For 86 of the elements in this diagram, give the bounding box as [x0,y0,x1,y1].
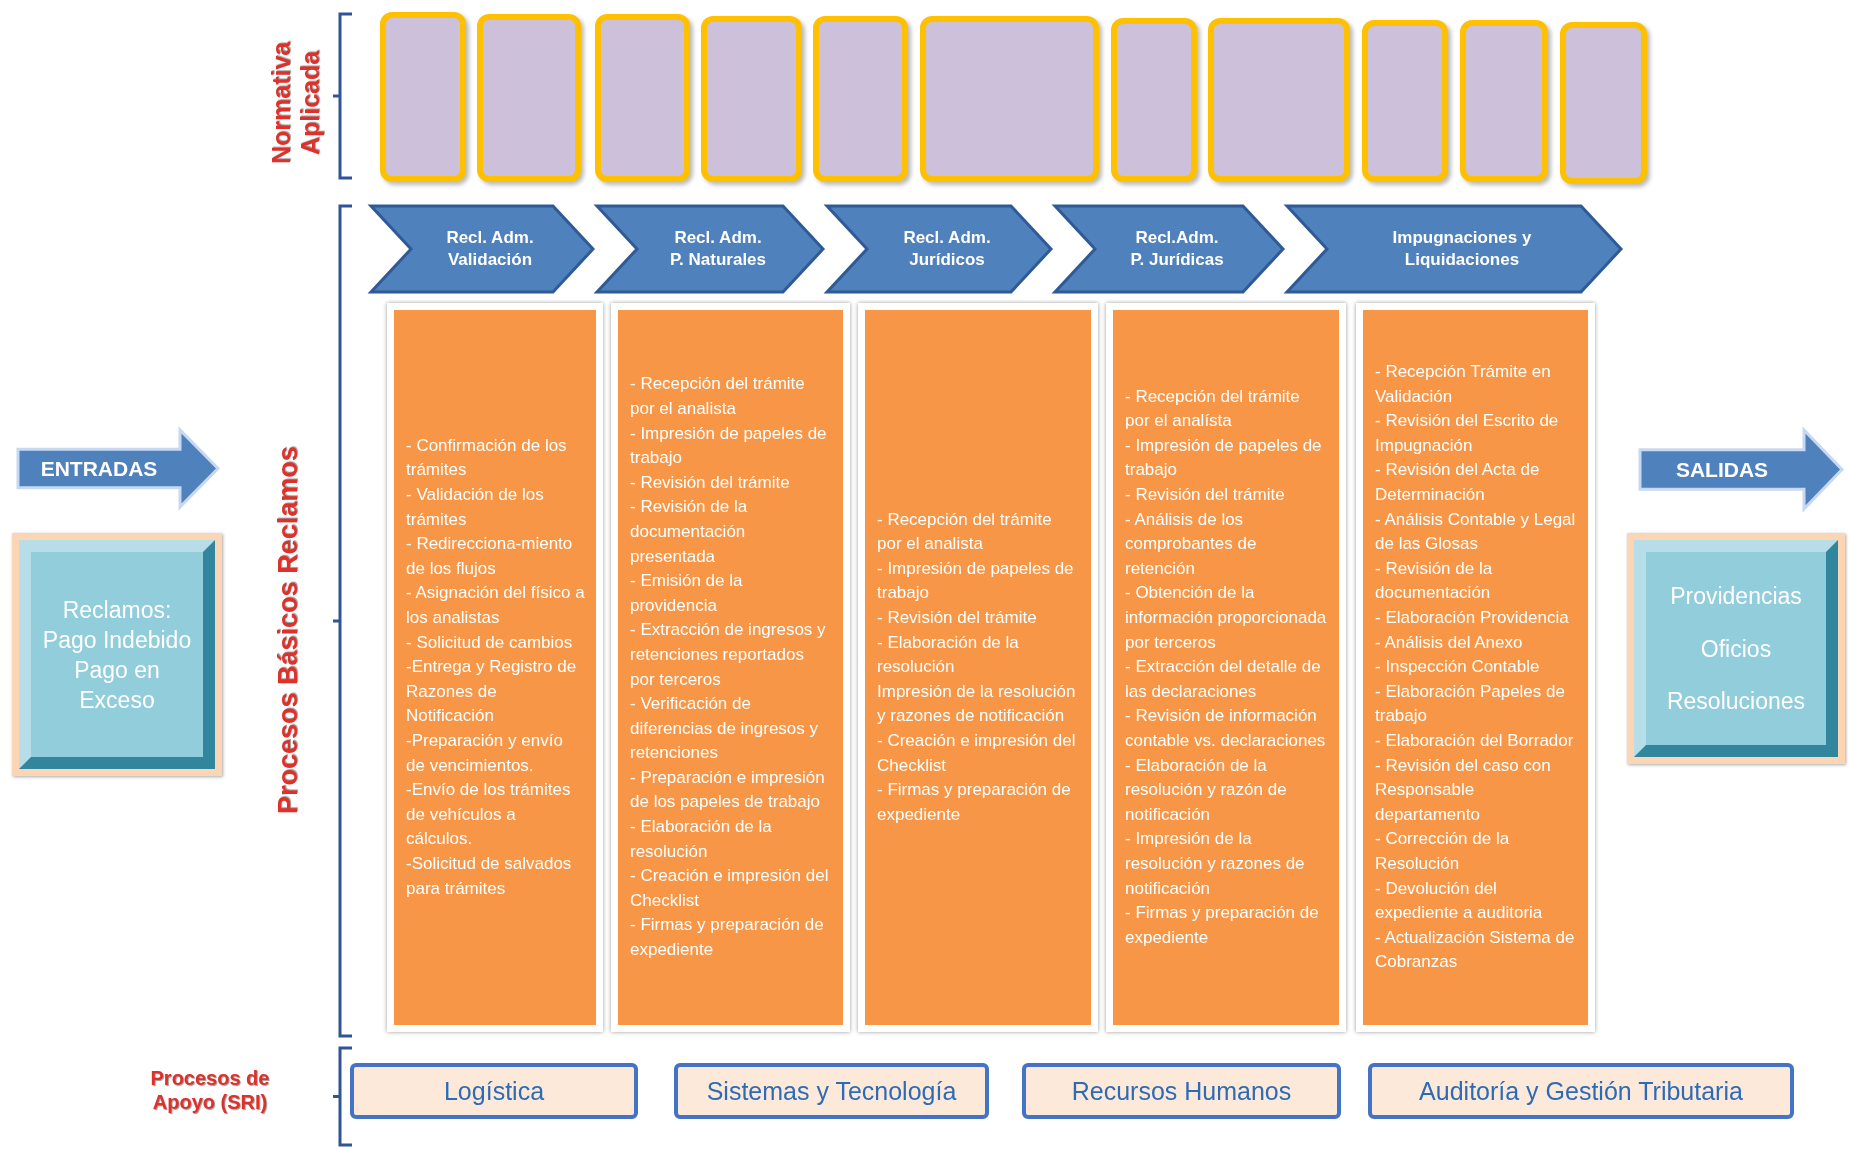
process-step: - Impresión de papeles de trabajo [877,556,1081,606]
box-text: Reclamos: Pago Indebido Pago en Exceso [41,595,193,715]
process-step: - Firmas y preparación de expediente [630,913,833,963]
document-box [595,14,690,182]
process-step: - Análisis del Anexo [1375,630,1578,656]
support-process-box [350,1063,638,1119]
document-box [380,12,466,182]
process-step: - Devolución del expediente a auditoria [1375,876,1578,926]
document-box [1111,18,1197,182]
section-label: Normativa Aplicada [268,40,324,167]
process-step: - Elaboración de la resolución [630,815,833,865]
process-step: - Extracción del detalle de las declaraciones [1125,655,1329,705]
box-label: Recursos Humanos [1071,1076,1292,1106]
stage-label: Recl. Adm. Validación [445,227,535,271]
process-step: - Asignación del físico a los analistas [406,581,586,631]
process-step: - Firmas y preparación de expediente [877,778,1081,828]
document-box [920,16,1099,182]
process-step: - Elaboración Providencia [1375,606,1578,631]
document-box [813,16,908,182]
process-step: - Solicitud de cambios [406,630,586,656]
process-step: - Obtención de la información proporcionada por terceros [1125,581,1329,656]
process-step: - Impresión de papeles de trabajo [1125,433,1329,484]
process-step: - Creación e impresión del Checklist [630,864,833,914]
process-step: - Extracción de ingresos y retenciones reportados por terceros [630,618,833,693]
process-step: - Confirmación de los trámites [406,433,586,484]
process-step: - Validación de los trámites [406,483,586,533]
process-step: - Recepción del trámite por el analísta [1125,384,1329,434]
input-output-box [12,533,222,776]
box-label: Sistemas y Tecnología [706,1076,957,1106]
document-box [1460,20,1548,182]
process-step: - Elaboración Papeles de trabajo [1375,679,1578,729]
support-process-box [674,1063,989,1119]
process-step: -Solicitud de salvados para trámites [406,851,586,902]
process-step: - Recepción del trámite por el analista [630,372,833,422]
box-text: Oficios [1700,634,1772,664]
process-step: - Impresión de la resolución y razones de notificación [1125,827,1329,902]
process-step: - Recepción Trámite en Validación [1375,360,1578,410]
process-step: - Corrección de la Resolución [1375,827,1578,877]
section-label: Procesos de Apoyo (SRI) [149,1066,271,1115]
process-step: - Elaboración de la resolución [877,630,1081,680]
arrow-label: SALIDAS [1674,457,1770,482]
box-label: Logística [443,1076,545,1106]
process-step: - Actualización Sistema de Cobranzas [1375,925,1578,975]
section-label: Procesos Básicos Reclamos [271,445,304,816]
process-step: - Verificación de diferencias de ingresos y retenciones [630,692,833,766]
document-box [1362,20,1448,182]
arrow-label: ENTRADAS [39,456,159,481]
process-step: - Revisión de información contable vs. declaraciones [1125,704,1329,754]
input-output-box [1627,533,1845,764]
document-box [1560,22,1647,184]
stage-label: Recl. Adm. P. Naturales [668,227,768,271]
process-step: - Revisión del Escrito de Impugnación [1375,409,1578,459]
process-step: - Elaboración del Borrador [1375,729,1578,754]
process-step: - Revisión del caso con Responsable departamento [1375,753,1578,828]
process-step: - Elaboración de la resolución y razón de notificación [1125,753,1329,828]
document-box [477,14,581,182]
process-step: - Revisión de la documentación [1375,556,1578,606]
support-process-box [1022,1063,1341,1119]
process-step: - Firmas y preparación de expediente [1125,901,1329,951]
process-step: - Revisión de la documentación presentada [630,495,833,570]
process-step: - Impresión de papeles de trabajo [630,421,833,471]
document-box [1208,18,1350,182]
box-text: Providencias [1670,581,1802,611]
stage-label: Impugnaciones y Liquidaciones [1391,227,1533,271]
process-step: - Revisión del Acta de Determinación [1375,458,1578,508]
process-step: - Análisis de los comprobantes de retención [1125,507,1329,582]
process-step: -Preparación y envío de vencimientos. [406,729,586,779]
box-label: Auditoría y Gestión Tributaria [1419,1076,1743,1106]
process-step: Impresión de la resolución y razones de notificación [877,679,1081,729]
process-step: - Revisión del trámite [1125,483,1329,508]
document-box [701,16,802,182]
process-step: - Revisión del trámite [877,606,1081,631]
process-step: - Preparación e impresión de los papeles de trabajo [630,765,833,816]
box-text: Resoluciones [1666,687,1806,717]
process-step: - Análisis Contable y Legal de las Glosas [1375,507,1578,557]
process-step: - Revisión del trámite [630,470,833,496]
stage-label: Recl. Adm. Jurídicos [902,227,992,271]
process-step: - Creación e impresión del Checklist [877,729,1081,779]
process-step: -Entrega y Registro de Razones de Notificación [406,655,586,729]
process-step: - Recepción del trámite por el analista [877,507,1081,557]
process-step: - Emisión de la providencia [630,569,833,619]
stage-label: Recl.Adm. P. Jurídicas [1129,227,1225,271]
support-process-box [1368,1063,1794,1119]
process-step: - Inspección Contable [1375,655,1578,680]
process-step: -Envío de los trámites de vehículos a cálculos. [406,778,586,852]
process-step: - Redirecciona-miento de los flujos [406,532,586,582]
